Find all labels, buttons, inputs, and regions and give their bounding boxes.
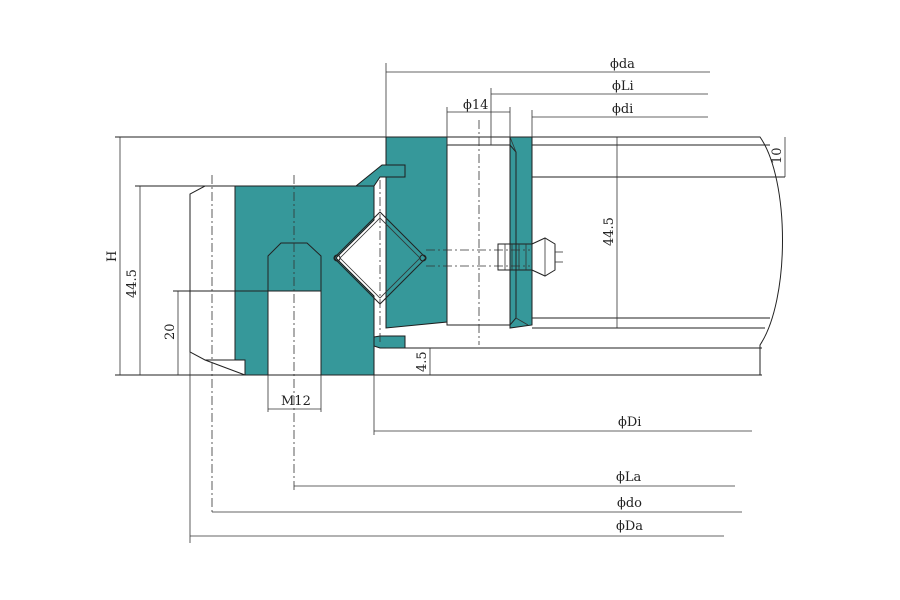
label-outer-height: 44.5 xyxy=(125,269,140,298)
housing-outline xyxy=(532,136,783,375)
label-top-offset: 10 xyxy=(770,147,785,164)
plug-nut xyxy=(531,237,556,277)
label-gap: 4.5 xyxy=(415,351,430,372)
gear-flange-step xyxy=(204,359,246,376)
inner-ring-right-section xyxy=(509,136,533,329)
hole-chamfer-top xyxy=(509,136,517,153)
outer-ring-section xyxy=(234,185,375,376)
label-La: ϕLa xyxy=(616,470,641,485)
label-da: ϕda xyxy=(610,57,635,72)
hole-chamfer-bottom xyxy=(515,317,529,326)
outer-gear-flange xyxy=(189,185,236,361)
label-H: H xyxy=(105,251,120,262)
label-hole-diameter: ϕ14 xyxy=(463,98,488,113)
label-Li: ϕLi xyxy=(612,79,634,94)
label-Di: ϕDi xyxy=(618,415,641,430)
inner-ring-hole xyxy=(446,144,517,326)
roller-contact-right xyxy=(419,254,427,262)
label-di: ϕdi xyxy=(612,102,633,117)
label-do: ϕdo xyxy=(617,496,642,511)
label-thread: M12 xyxy=(281,394,311,409)
roller-contact-left xyxy=(333,254,341,262)
crossed-roller-inner xyxy=(339,217,421,299)
label-Da: ϕDa xyxy=(616,519,643,534)
label-inner-height: 44.5 xyxy=(602,217,617,246)
label-gear-width: 20 xyxy=(163,323,178,340)
